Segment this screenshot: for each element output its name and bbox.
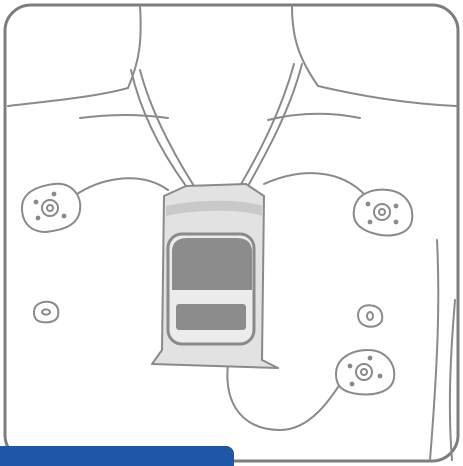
monitor-top-section (172, 238, 252, 290)
monitor-bottom-section (176, 304, 246, 330)
electrode-icon-lower-right (336, 350, 394, 394)
skin-pad-icon-right (358, 305, 382, 326)
caption-bar (0, 446, 234, 466)
skin-pad-icon-left (34, 302, 58, 323)
electrode-icon-upper-right (354, 190, 413, 236)
electrode-icon-upper-left (22, 184, 80, 232)
